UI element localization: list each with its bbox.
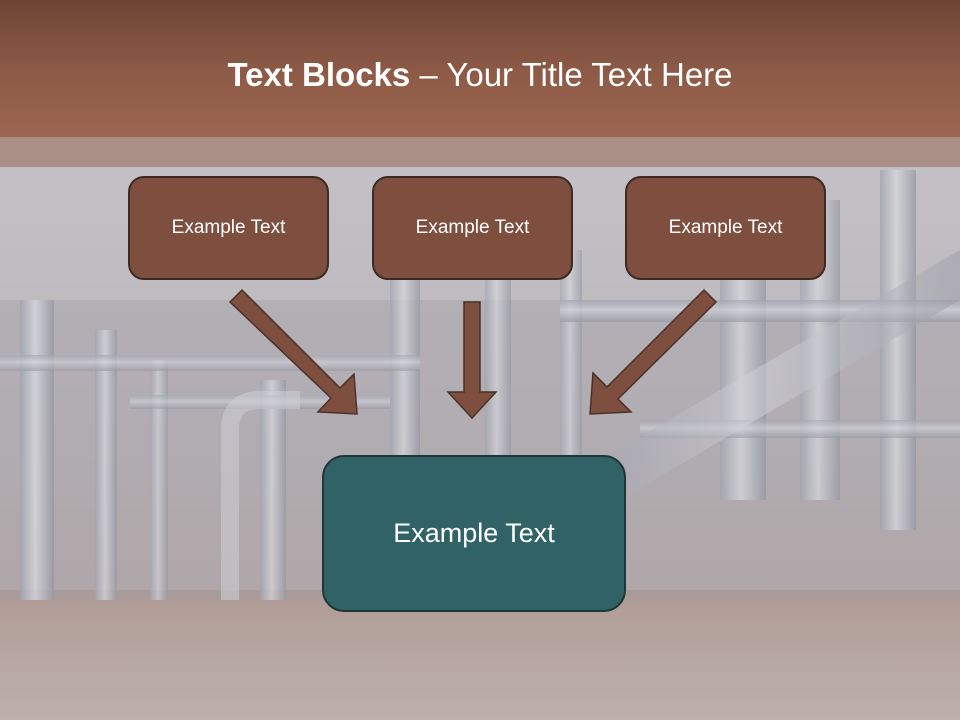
text-block-1[interactable]: Example Text [128,176,329,280]
text-block-1-label: Example Text [171,217,286,238]
slide-title-separator: – [410,56,447,93]
arrow-center [446,301,498,420]
title-band-shadow [0,137,960,167]
text-block-2[interactable]: Example Text [372,176,573,280]
text-block-3-label: Example Text [668,217,783,238]
arrow-right [589,288,718,415]
slide-title: Text Blocks – Your Title Text Here [0,52,960,98]
text-block-3[interactable]: Example Text [625,176,826,280]
text-block-result-label: Example Text [393,518,555,548]
title-band [0,0,960,137]
slide-title-bold: Text Blocks [227,56,411,93]
text-block-result[interactable]: Example Text [322,455,626,612]
slide-title-rest: Your Title Text Here [446,56,733,93]
arrow-left [228,288,358,415]
text-block-2-label: Example Text [415,217,530,238]
